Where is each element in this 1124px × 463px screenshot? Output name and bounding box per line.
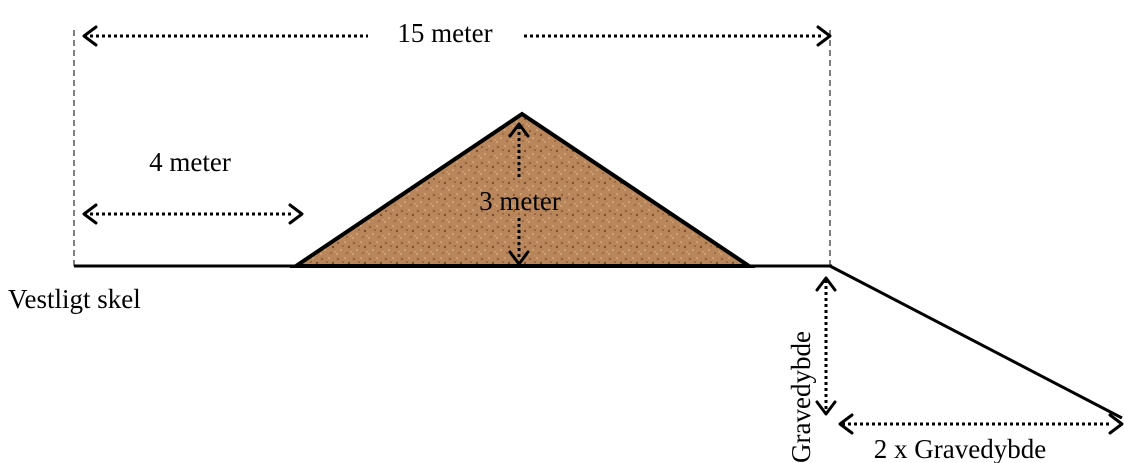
label-height: 3 meter <box>479 186 561 216</box>
embankment-mound <box>289 111 756 268</box>
dimension-15m <box>82 25 832 47</box>
label-dig-depth: Gravedybde <box>786 331 816 463</box>
dimension-dig-depth <box>815 276 837 416</box>
label-slope-width: 2 x Gravedybde <box>874 434 1046 463</box>
label-total-width: 15 meter <box>397 18 492 48</box>
label-setback: 4 meter <box>149 147 231 177</box>
excavation-slope-line <box>829 264 1123 420</box>
dimension-slope-width <box>838 413 1124 435</box>
dimension-4m <box>82 203 304 225</box>
dimension-3m <box>508 122 530 266</box>
label-boundary: Vestligt skel <box>8 284 141 314</box>
